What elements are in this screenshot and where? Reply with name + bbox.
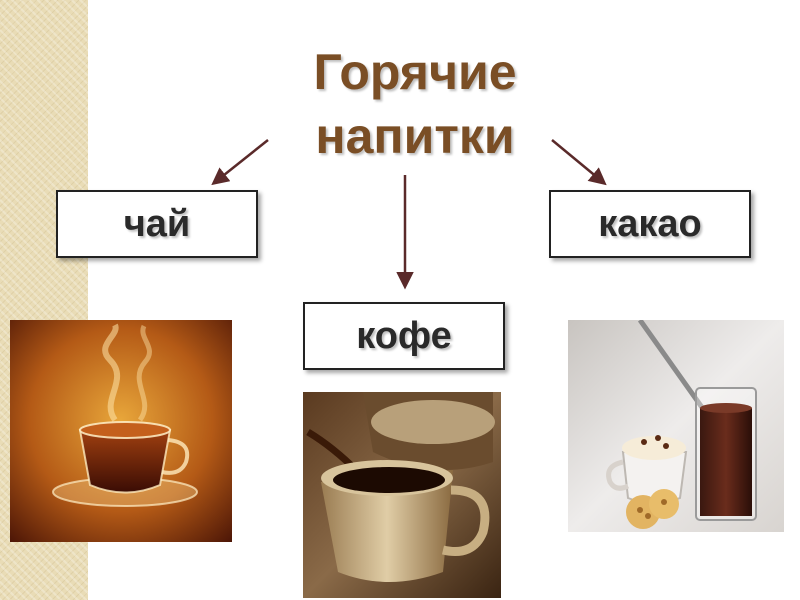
category-box-coffee: кофе <box>303 302 505 370</box>
diagram-title: Горячие напитки <box>230 40 600 168</box>
category-label-tea: чай <box>123 202 191 245</box>
cocoa-glass-photo <box>568 320 784 532</box>
title-line-2: напитки <box>315 108 515 164</box>
category-label-coffee: кофе <box>356 314 452 357</box>
title-line-1: Горячие <box>313 44 517 100</box>
tea-cup-photo <box>10 320 232 542</box>
cocoa-illustration <box>568 320 784 532</box>
coffee-cup-photo <box>303 392 501 598</box>
tea-cup-illustration <box>10 320 232 542</box>
category-box-cocoa: какао <box>549 190 751 258</box>
coffee-cup-illustration <box>303 392 501 598</box>
category-label-cocoa: какао <box>598 202 702 245</box>
category-box-tea: чай <box>56 190 258 258</box>
